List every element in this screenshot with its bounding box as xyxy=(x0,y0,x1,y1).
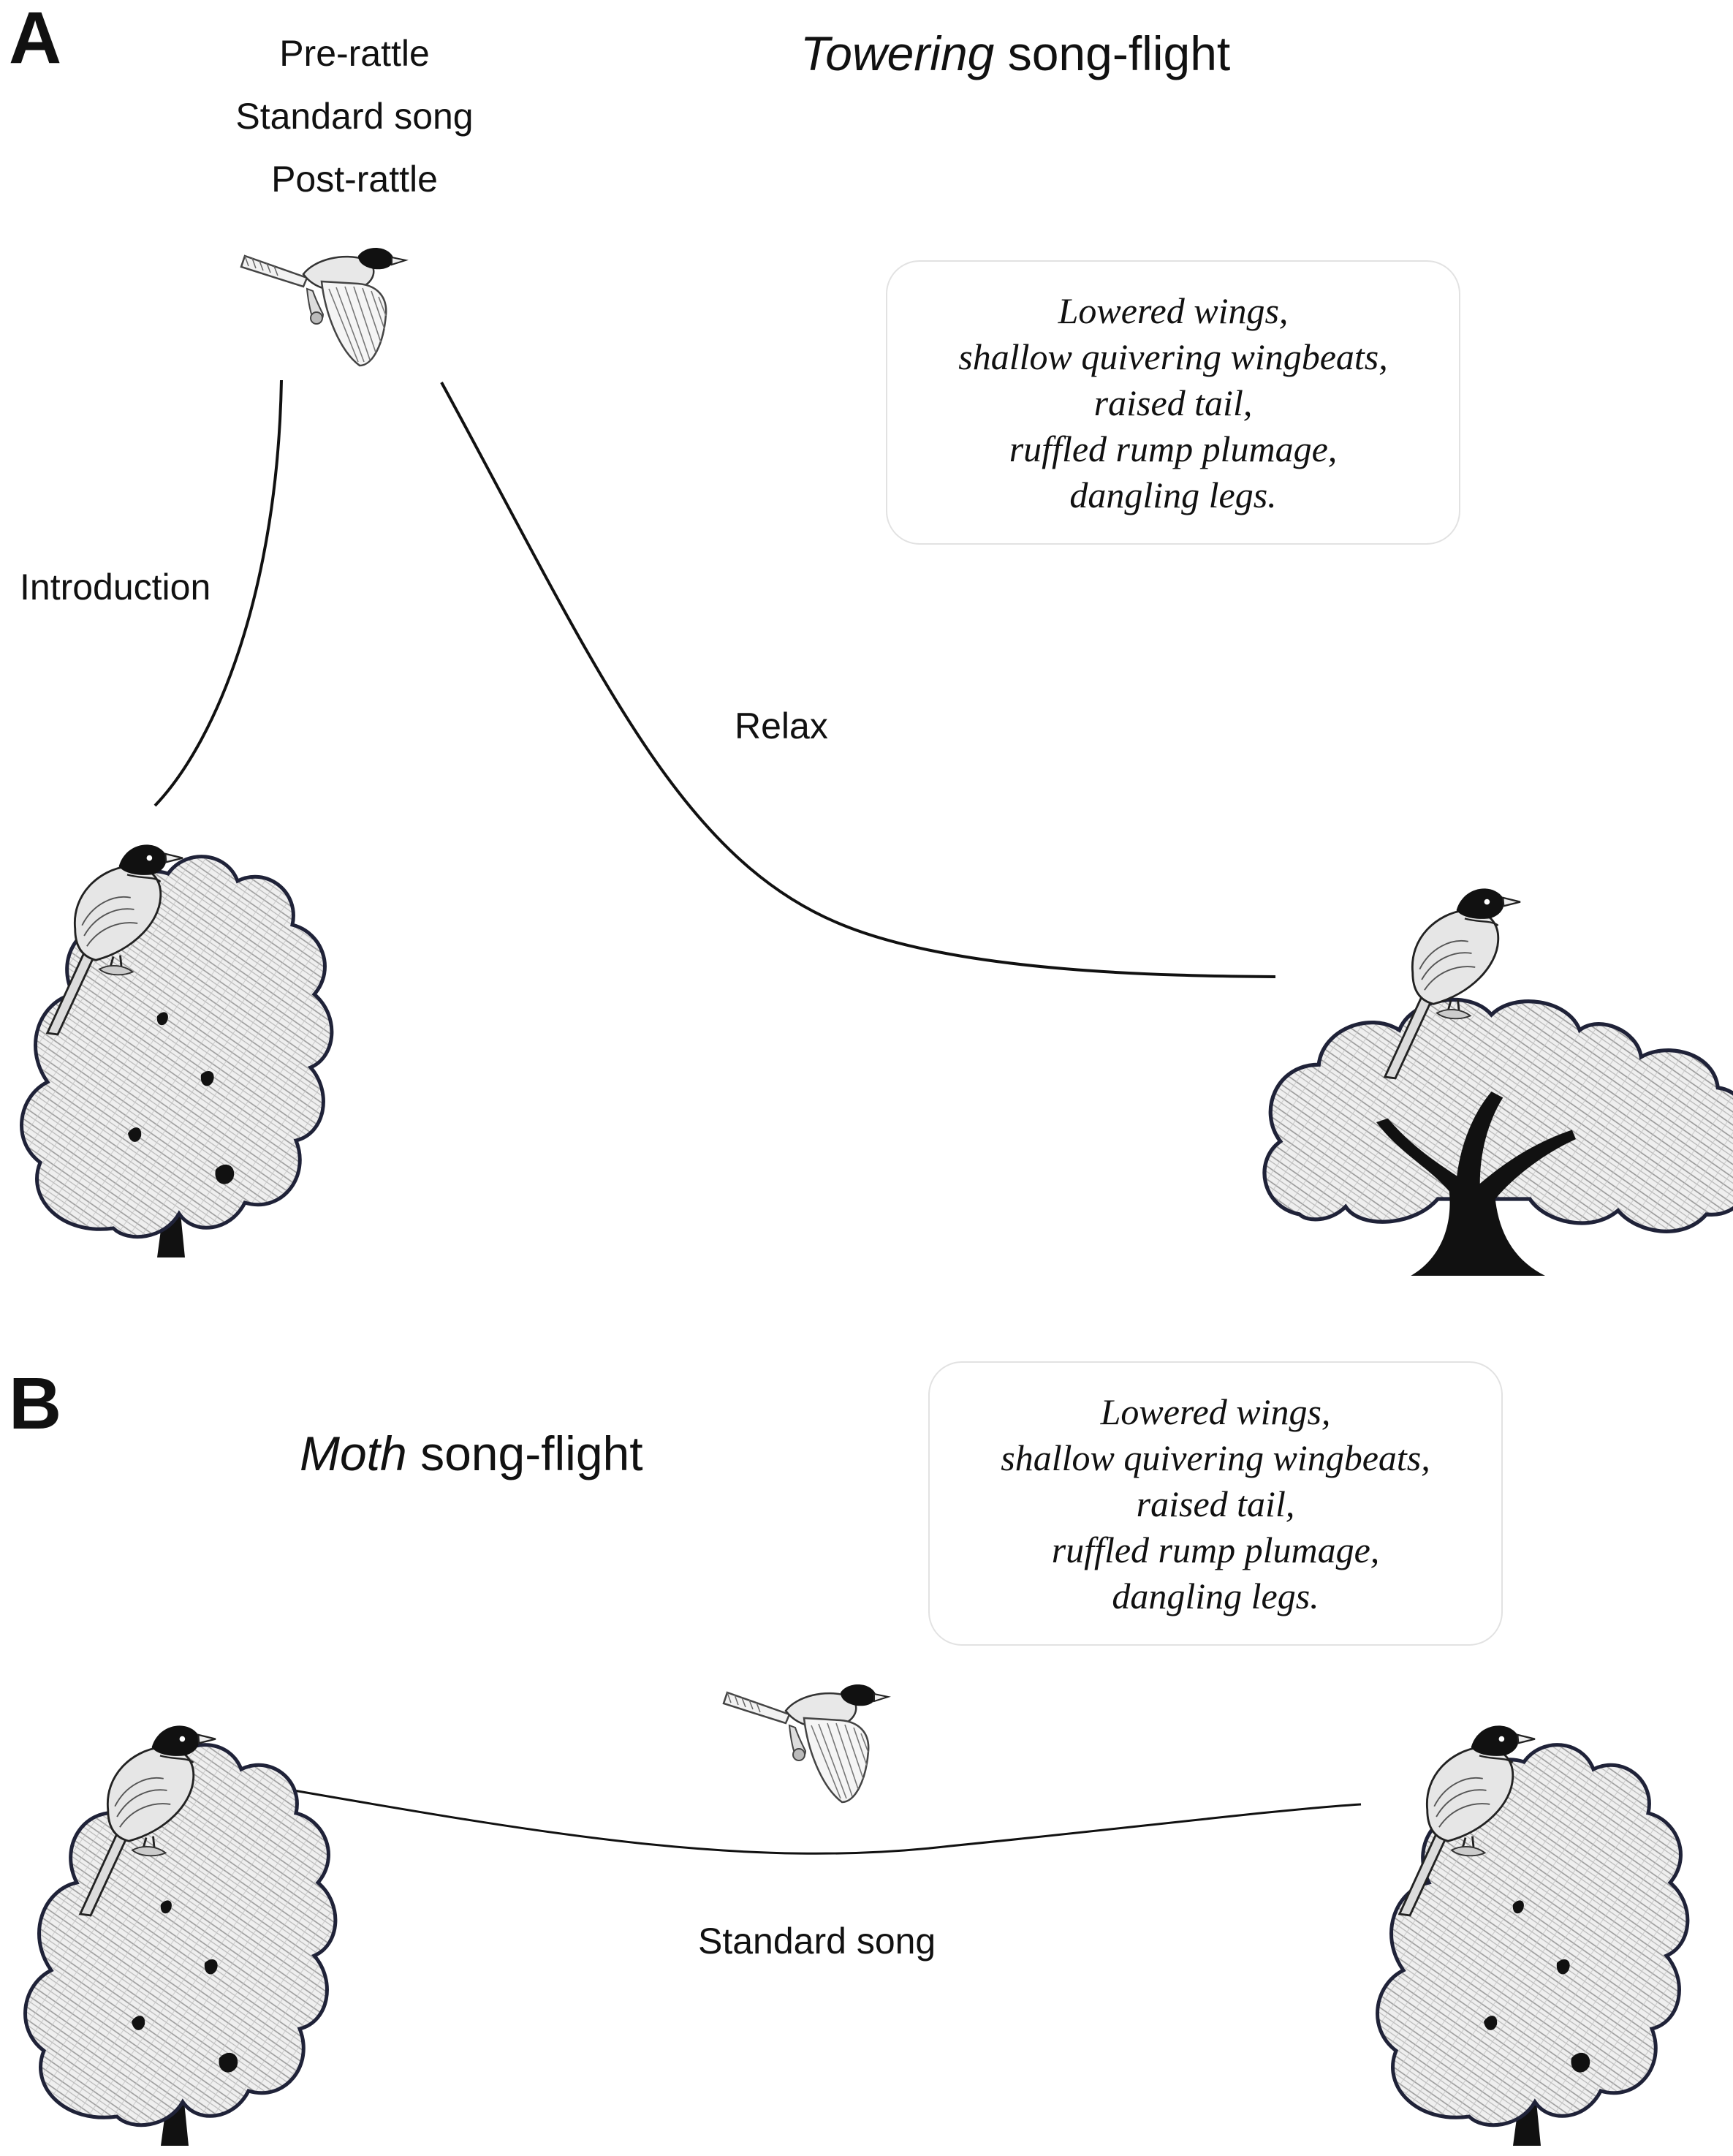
phase-standard-song: Standard song xyxy=(235,96,474,137)
label-standard-song-b: Standard song xyxy=(698,1921,936,1962)
panel-b-title-rest: song-flight xyxy=(406,1426,643,1480)
trait-a-3: raised tail, xyxy=(1093,382,1253,423)
trait-a-5: dangling legs. xyxy=(1069,474,1277,515)
flying-bird-a xyxy=(240,246,407,367)
panel-a-title-italic: Towering xyxy=(800,26,995,80)
traits-box-a: Lowered wings, shallow quivering wingbea… xyxy=(886,260,1460,545)
end-tree-a xyxy=(1264,999,1733,1276)
relax-path xyxy=(440,382,1276,978)
panel-b-letter: B xyxy=(9,1363,62,1445)
panel-b-title-italic: Moth xyxy=(300,1426,407,1480)
moth-flight-path xyxy=(213,1775,1362,1855)
introduction-path xyxy=(153,379,283,807)
label-relax: Relax xyxy=(735,706,828,746)
panel-a-letter: A xyxy=(9,0,62,79)
phase-post-rattle: Post-rattle xyxy=(271,159,438,200)
trait-a-4: ruffled rump plumage, xyxy=(1009,428,1338,469)
panel-a-title: Towering song-flight xyxy=(800,29,1230,77)
panel-b-title: Moth song-flight xyxy=(300,1429,643,1478)
song-phase-list: Pre-rattle Standard song Post-rattle xyxy=(190,22,519,211)
end-shrub-b xyxy=(1378,1745,1688,2146)
trait-b-1: Lowered wings, xyxy=(1100,1391,1331,1432)
trait-b-2: shallow quivering wingbeats, xyxy=(1001,1437,1430,1478)
trait-a-2: shallow quivering wingbeats, xyxy=(958,336,1388,377)
traits-box-b: Lowered wings, shallow quivering wingbea… xyxy=(928,1361,1503,1646)
start-shrub-a xyxy=(22,857,332,1257)
panel-a-title-rest: song-flight xyxy=(994,26,1231,80)
trait-b-5: dangling legs. xyxy=(1112,1576,1319,1616)
trait-a-1: Lowered wings, xyxy=(1058,290,1289,331)
label-introduction: Introduction xyxy=(20,567,211,608)
flying-bird-b xyxy=(722,1683,890,1804)
trait-b-3: raised tail, xyxy=(1136,1483,1295,1524)
trait-b-4: ruffled rump plumage, xyxy=(1051,1529,1380,1570)
phase-pre-rattle: Pre-rattle xyxy=(279,33,430,74)
